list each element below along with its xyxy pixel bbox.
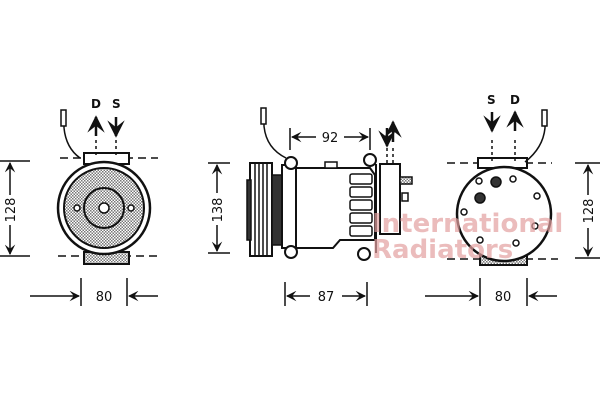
watermark-line1: International <box>372 209 563 239</box>
front-height-dim: 128 <box>4 198 19 223</box>
rear-height-dim: 128 <box>582 199 597 224</box>
side-height-dim: 138 <box>211 198 226 223</box>
side-bottom-dim: 87 <box>318 290 335 305</box>
front-view <box>0 109 158 306</box>
rear-view <box>425 109 600 306</box>
watermark-line2: Radiators <box>372 235 513 265</box>
rear-width-dim: 80 <box>495 290 512 305</box>
front-width-dim: 80 <box>96 290 113 305</box>
rear-port-s-label: S <box>487 93 496 107</box>
front-port-s-label: S <box>112 97 121 111</box>
front-port-d-label: D <box>91 97 101 111</box>
rear-port-d-label: D <box>510 93 520 107</box>
watermark: International Radiators <box>372 209 563 265</box>
side-view <box>208 107 413 306</box>
side-top-dim: 92 <box>322 131 339 146</box>
